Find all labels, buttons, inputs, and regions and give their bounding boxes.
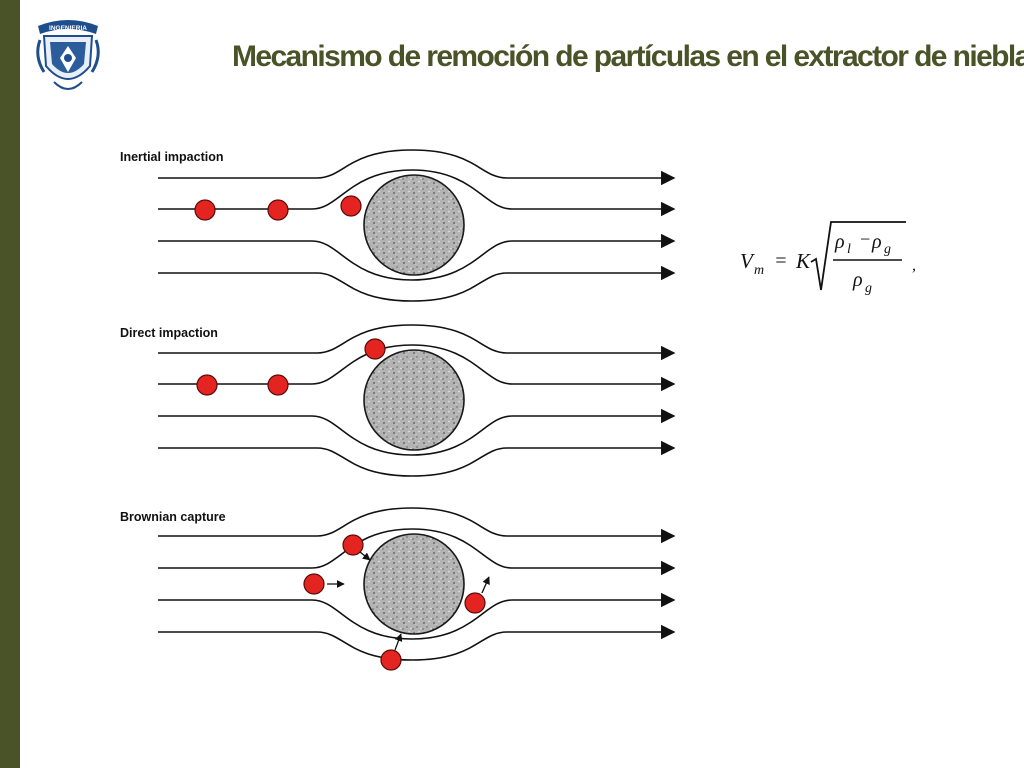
- streamline: [158, 324, 676, 361]
- terminal-velocity-formula: V m = K ρ l − ρ g ρ g ,: [740, 221, 916, 296]
- motion-arrow: [481, 576, 490, 594]
- university-crest-logo: INGENIERIA: [36, 20, 100, 90]
- particle: [342, 534, 364, 556]
- streamline: [158, 344, 676, 392]
- particle-removal-diagram: Inertial impaction Direct impaction Brow…: [120, 149, 676, 671]
- formula-denominator-subscript-g: g: [865, 281, 872, 296]
- left-accent-bar: [0, 0, 20, 768]
- particle: [196, 374, 218, 396]
- collector-fiber: [363, 349, 465, 451]
- panel-inertial-impaction: Inertial impaction: [120, 149, 676, 302]
- formula-equals: =: [774, 250, 788, 272]
- streamline: [158, 149, 676, 186]
- streamline: [158, 592, 676, 640]
- particle: [267, 199, 289, 221]
- streamline: [158, 265, 676, 302]
- particle: [340, 195, 362, 217]
- motion-arrow: [359, 551, 371, 561]
- crest-banner-text: INGENIERIA: [49, 25, 87, 32]
- panel-label-direct-impaction: Direct impaction: [120, 326, 218, 340]
- streamline: [158, 169, 676, 217]
- square-root-sign: [810, 221, 906, 291]
- streamline: [158, 408, 676, 456]
- particle: [267, 374, 289, 396]
- streamline: [158, 624, 676, 661]
- particle: [303, 573, 325, 595]
- panel-brownian-capture: Brownian capture: [120, 507, 676, 671]
- streamline: [158, 440, 676, 477]
- formula-numerator-rho-g: ρ: [871, 231, 882, 253]
- formula-trailing-comma: ,: [912, 257, 916, 274]
- particle: [464, 592, 486, 614]
- formula-denominator-rho-g: ρ: [852, 269, 863, 291]
- particle: [364, 338, 386, 360]
- streamline: [158, 507, 676, 544]
- page-title: Mecanismo de remoción de partículas en e…: [232, 40, 1024, 73]
- panel-direct-impaction: Direct impaction: [120, 324, 676, 477]
- formula-coefficient: K: [795, 249, 811, 273]
- formula-numerator-subscript-g: g: [884, 242, 891, 257]
- streamline: [158, 528, 676, 576]
- motion-arrow: [394, 633, 403, 651]
- streamline: [158, 233, 676, 281]
- particle: [380, 649, 402, 671]
- formula-lhs-subscript: m: [754, 263, 764, 278]
- panel-label-brownian-capture: Brownian capture: [120, 510, 226, 524]
- collector-fiber: [363, 533, 465, 635]
- particle: [194, 199, 216, 221]
- formula-minus: −: [859, 229, 871, 249]
- formula-lhs: V: [740, 249, 755, 273]
- collector-fiber: [363, 174, 465, 276]
- panel-label-inertial-impaction: Inertial impaction: [120, 150, 224, 164]
- formula-numerator-rho-l: ρ: [834, 231, 845, 253]
- crest-icon: INGENIERIA: [36, 20, 100, 90]
- formula-numerator-subscript-l: l: [847, 242, 851, 257]
